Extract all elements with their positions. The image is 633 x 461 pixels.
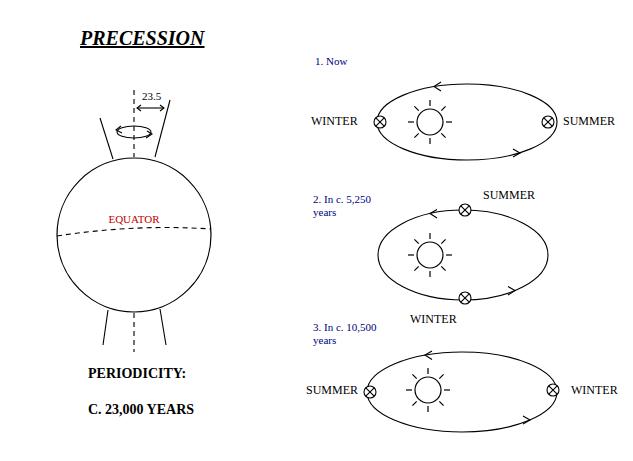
- equator-label: EQUATOR: [56, 213, 212, 225]
- orbit-10500: [367, 351, 557, 432]
- earth-marker: [542, 116, 554, 128]
- sun-symbol: [408, 233, 452, 277]
- orbit-arrowhead: [508, 287, 515, 296]
- orbit-ellipse: [367, 352, 557, 432]
- axis-rod: [160, 309, 166, 345]
- orbit-arrowhead: [425, 351, 432, 360]
- season-label: WINTER: [410, 313, 457, 327]
- rotation-arrowhead: [116, 126, 122, 133]
- stage-label: 3. In c. 10,500 years: [313, 321, 391, 346]
- orbit-ellipse: [377, 84, 557, 160]
- axis-rod: [103, 310, 108, 345]
- period-value: C. 23,000 YEARS: [88, 402, 194, 418]
- sun-symbol: [408, 100, 452, 144]
- earth-marker: [547, 384, 559, 396]
- axis-line: [133, 90, 134, 157]
- earth-outline: [56, 157, 212, 313]
- earth-marker: [364, 386, 376, 398]
- axis-rod: [155, 100, 170, 157]
- orbit-arrowhead: [523, 416, 530, 424]
- earth-circle: EQUATOR: [56, 157, 212, 313]
- tilt-arrowhead: [160, 105, 164, 111]
- diagram-title: PRECESSION: [80, 27, 205, 50]
- rotation-arrowhead: [146, 131, 152, 138]
- stage-label: 1. Now: [315, 55, 347, 68]
- season-label: SUMMER: [306, 384, 358, 398]
- tilt-angle: 23.5: [142, 90, 161, 103]
- sun-symbol: [406, 368, 450, 412]
- earth-marker: [459, 292, 471, 304]
- earth-axis: [57, 90, 211, 352]
- season-label: WINTER: [571, 384, 618, 398]
- orbit-5250: [378, 210, 548, 301]
- orbit-arrowhead: [434, 82, 441, 91]
- period-label: PERIODICITY:: [88, 366, 186, 382]
- orbit-ellipse: [378, 210, 548, 300]
- orbit-arrowhead: [430, 210, 437, 219]
- tilt-arrow: [137, 107, 164, 108]
- orbit-arrowhead: [513, 149, 520, 157]
- equator-line: [57, 228, 211, 236]
- orbit-now: [377, 82, 557, 160]
- tilt-arrowhead: [137, 105, 141, 111]
- earth-marker: [374, 116, 386, 128]
- rotation-ellipse: [117, 126, 151, 138]
- earth-marker: [459, 204, 471, 216]
- axis-rod: [100, 118, 113, 159]
- season-label: SUMMER: [563, 115, 615, 129]
- season-label: WINTER: [311, 115, 358, 129]
- axis-line: [133, 313, 134, 352]
- stage-label: 2. In c. 5,250 years: [313, 193, 391, 218]
- earth-circle: [57, 158, 211, 312]
- season-label: SUMMER: [483, 189, 535, 203]
